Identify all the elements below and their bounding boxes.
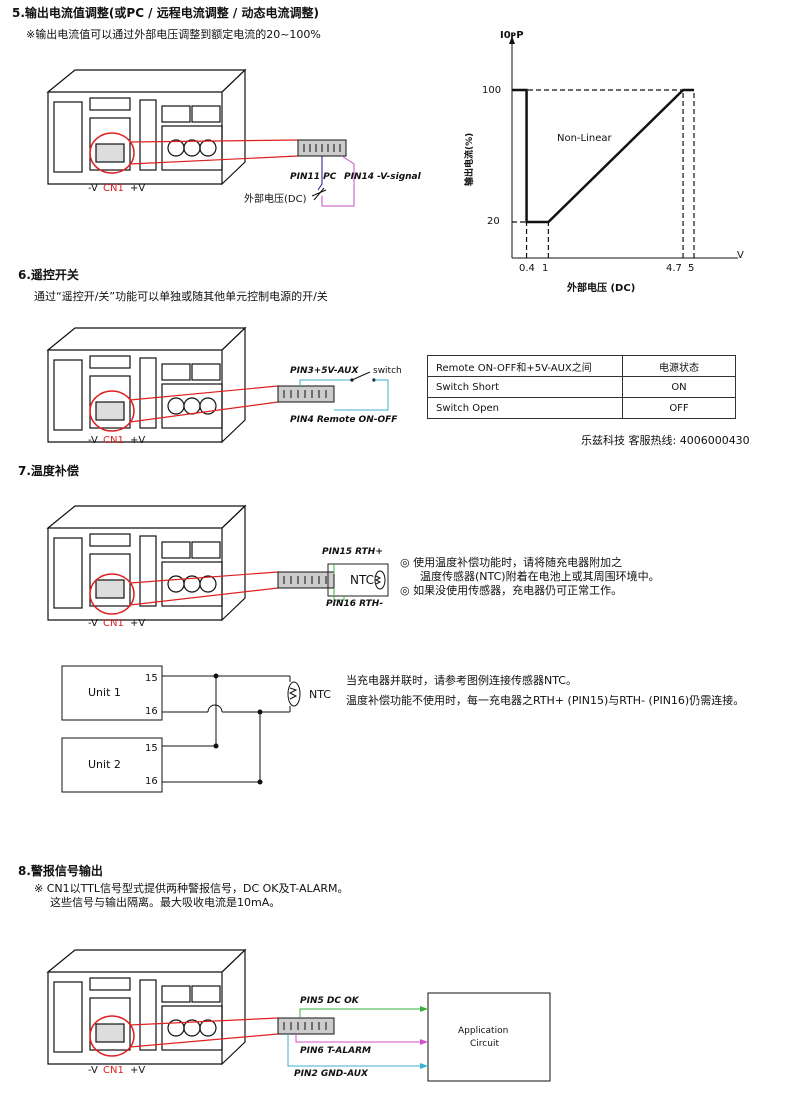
psu-drawing bbox=[46, 504, 247, 622]
psu-drawing bbox=[46, 68, 247, 186]
cn1-label: CN1 bbox=[103, 435, 124, 446]
guide-lines bbox=[512, 89, 695, 258]
remote-onoff-table: Remote ON-OFF和+5V-AUX之间 电源状态 Switch Shor… bbox=[427, 355, 736, 419]
application-label: Application bbox=[458, 1026, 509, 1036]
curve-group bbox=[512, 88, 694, 224]
cn1-highlight bbox=[89, 573, 135, 615]
section5-title: 5.输出电流值调整(或PC / 远程电流调整 / 动态电流调整) bbox=[12, 6, 319, 20]
section8-note-2: 这些信号与输出隔离。最大吸收电流是10mA。 bbox=[50, 896, 281, 909]
series-line-non-linear bbox=[512, 88, 694, 224]
unit1-pin16: 16 bbox=[145, 706, 158, 717]
section6-note: 通过“遥控开/关”功能可以单独或随其他单元控制电源的开/关 bbox=[34, 290, 328, 303]
switch-label: switch bbox=[373, 366, 402, 376]
variable-source-icon bbox=[311, 187, 327, 201]
plus-v-label: +V bbox=[130, 618, 146, 629]
unit1-pin15: 15 bbox=[145, 673, 158, 684]
ntc-box bbox=[327, 563, 389, 597]
psu-drawing bbox=[46, 326, 247, 444]
x-tick-4-7: 4.7 bbox=[666, 263, 682, 274]
section8-note-1: ※ CN1以TTL信号型式提供两种警报信号，DC OK及T-ALARM。 bbox=[34, 882, 349, 895]
application-circuit-box bbox=[427, 992, 551, 1082]
plus-v-label: +V bbox=[130, 435, 146, 446]
section7-title: 7.温度补偿 bbox=[18, 464, 79, 478]
ntc-note-1: ◎ 使用温度补偿功能时，请将随充电器附加之 bbox=[400, 556, 623, 569]
pin16-label: PIN16 RTH- bbox=[326, 599, 384, 609]
minus-v-label: -V bbox=[88, 618, 98, 629]
cn1-connector bbox=[277, 571, 335, 589]
x-unit-label: V bbox=[737, 250, 744, 261]
section6-title: 6.遥控开关 bbox=[18, 268, 79, 282]
pin11-label: PIN11 PC bbox=[290, 172, 337, 182]
unit2-pin16: 16 bbox=[145, 776, 158, 787]
plus-v-label: +V bbox=[130, 183, 146, 194]
section5-note: ※输出电流值可以通过外部电压调整到额定电流的20~100% bbox=[26, 28, 321, 41]
plus-v-label: +V bbox=[130, 1065, 146, 1076]
cn1-connector bbox=[277, 385, 335, 403]
unit1-label: Unit 1 bbox=[88, 686, 121, 699]
parallel-note-2: 温度补偿功能不使用时，每一充电器之RTH+ (PIN15)与RTH- (PIN1… bbox=[346, 694, 745, 707]
x-tick-1: 1 bbox=[542, 263, 549, 274]
minus-v-label: -V bbox=[88, 435, 98, 446]
x-tick-5: 5 bbox=[688, 263, 695, 274]
cn1-connector bbox=[277, 1017, 335, 1035]
ntc-note-3: ◎ 如果没使用传感器，充电器仍可正常工作。 bbox=[400, 584, 623, 597]
cn1-highlight bbox=[89, 390, 135, 432]
x-tick-0-4: 0.4 bbox=[519, 263, 535, 274]
graph-y-title: I0ᴘP bbox=[500, 30, 524, 41]
cn1-highlight bbox=[89, 1015, 135, 1057]
ntc-label: NTC bbox=[350, 573, 374, 587]
ext-voltage-label: 外部电压(DC) bbox=[244, 194, 307, 205]
y-tick-20: 20 bbox=[487, 216, 500, 227]
unit2-pin15: 15 bbox=[145, 743, 158, 754]
cn1-label: CN1 bbox=[103, 183, 124, 194]
ntc2-label: NTC bbox=[309, 688, 331, 701]
table-cell: OFF bbox=[622, 397, 736, 419]
pin15-label: PIN15 RTH+ bbox=[322, 547, 383, 557]
cn1-label: CN1 bbox=[103, 1065, 124, 1076]
table-cell: Switch Open bbox=[427, 397, 623, 419]
unit1-box bbox=[61, 665, 163, 721]
section8-title: 8.警报信号输出 bbox=[18, 864, 103, 878]
pin14-label: PIN14 -V-signal bbox=[344, 172, 421, 182]
unit2-label: Unit 2 bbox=[88, 758, 121, 771]
minus-v-label: -V bbox=[88, 183, 98, 194]
circuit-label: Circuit bbox=[470, 1039, 499, 1049]
ntc-note-2: 温度传感器(NTC)附着在电池上或其周围环境中。 bbox=[420, 570, 660, 583]
switch-icon bbox=[351, 371, 371, 381]
pin3-label: PIN3+5V-AUX bbox=[290, 366, 359, 376]
unit2-box bbox=[61, 737, 163, 793]
parallel-note-1: 当充电器并联时，请参考图例连接传感器NTC。 bbox=[346, 674, 577, 687]
hotline-text: 乐兹科技 客服热线: 4006000430 bbox=[581, 434, 750, 447]
cn1-label: CN1 bbox=[103, 618, 124, 629]
pin4-label: PIN4 Remote ON-OFF bbox=[290, 415, 398, 425]
cn1-highlight bbox=[89, 132, 135, 174]
pin6-label: PIN6 T-ALARM bbox=[300, 1046, 371, 1056]
curve-label: Non-Linear bbox=[557, 133, 612, 144]
table-row: Switch Open OFF bbox=[427, 397, 736, 419]
pin5-label: PIN5 DC OK bbox=[300, 996, 359, 1006]
y-tick-100: 100 bbox=[482, 85, 502, 96]
y-axis-arrow bbox=[509, 36, 515, 44]
graph-x-axis-label: 外部电压 (DC) bbox=[567, 283, 636, 294]
ntc-resistor-icon bbox=[287, 681, 301, 707]
minus-v-label: -V bbox=[88, 1065, 98, 1076]
psu-drawing bbox=[46, 948, 247, 1066]
pin2-label: PIN2 GND-AUX bbox=[294, 1069, 368, 1079]
